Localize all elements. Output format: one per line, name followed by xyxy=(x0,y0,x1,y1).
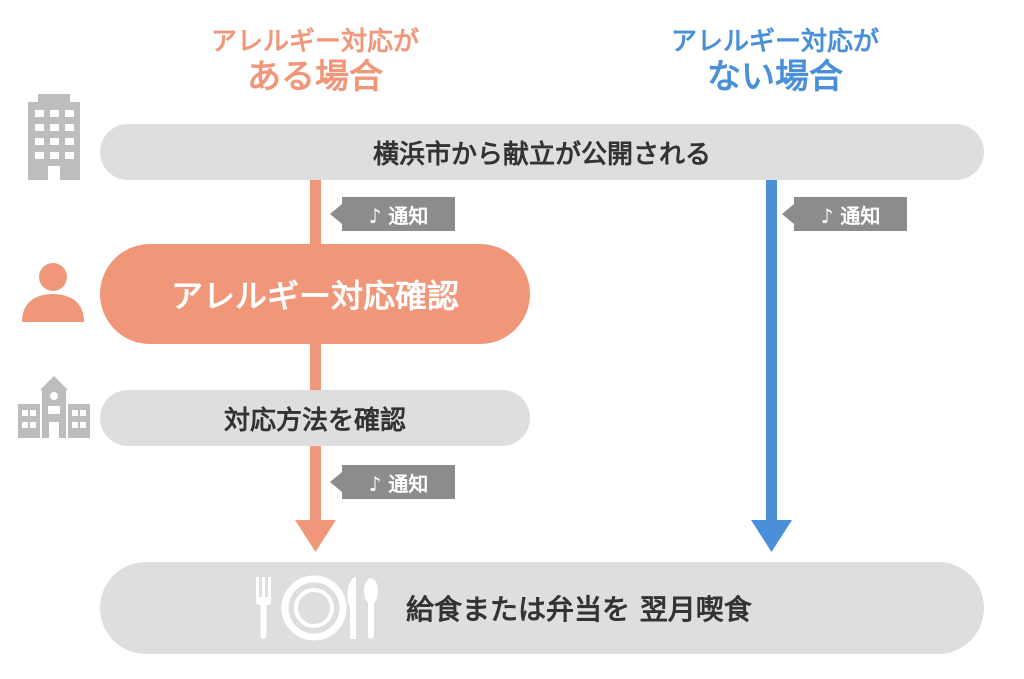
notify-tag-label: ♪ 通知 xyxy=(368,471,429,496)
heading-with-allergy: アレルギー対応が ある場合 xyxy=(170,27,460,97)
salmon-arrow-head xyxy=(295,520,336,552)
salmon-flow-line-top xyxy=(310,178,321,248)
cutlery-plate-icon xyxy=(256,575,378,641)
step-publish: 横浜市から献立が公開される xyxy=(100,124,984,180)
step-publish-label: 横浜市から献立が公開される xyxy=(372,139,711,170)
notify-tag-blue: ♪ 通知 xyxy=(782,197,907,231)
step-final: 給食または弁当を 翌月喫食 xyxy=(100,562,984,654)
heading-without-allergy-line2: ない場合 xyxy=(707,56,843,97)
notify-tag-label: ♪ 通知 xyxy=(820,203,881,228)
step-final-label: 給食または弁当を 翌月喫食 xyxy=(406,593,752,626)
heading-without-allergy-line1: アレルギー対応が xyxy=(670,27,879,57)
step-check-method-label: 対応方法を確認 xyxy=(223,405,406,436)
step-check-allergy: アレルギー対応確認 xyxy=(100,244,530,344)
notify-tag-salmon-lower: ♪ 通知 xyxy=(330,465,455,499)
heading-with-allergy-line1: アレルギー対応が xyxy=(210,27,419,57)
salmon-flow-line-mid xyxy=(310,340,321,392)
notify-tag-label: ♪ 通知 xyxy=(368,203,429,228)
school-icon xyxy=(18,376,90,438)
step-check-method: 対応方法を確認 xyxy=(100,390,530,446)
heading-without-allergy: アレルギー対応が ない場合 xyxy=(630,27,920,97)
step-check-allergy-label: アレルギー対応確認 xyxy=(170,277,459,315)
building-icon xyxy=(28,94,80,180)
salmon-flow-line-bottom xyxy=(310,443,321,523)
blue-arrow-head xyxy=(751,520,792,552)
blue-flow-line xyxy=(766,178,777,523)
heading-with-allergy-line2: ある場合 xyxy=(247,56,383,97)
person-icon xyxy=(22,263,84,322)
notify-tag-salmon-upper: ♪ 通知 xyxy=(330,197,455,231)
